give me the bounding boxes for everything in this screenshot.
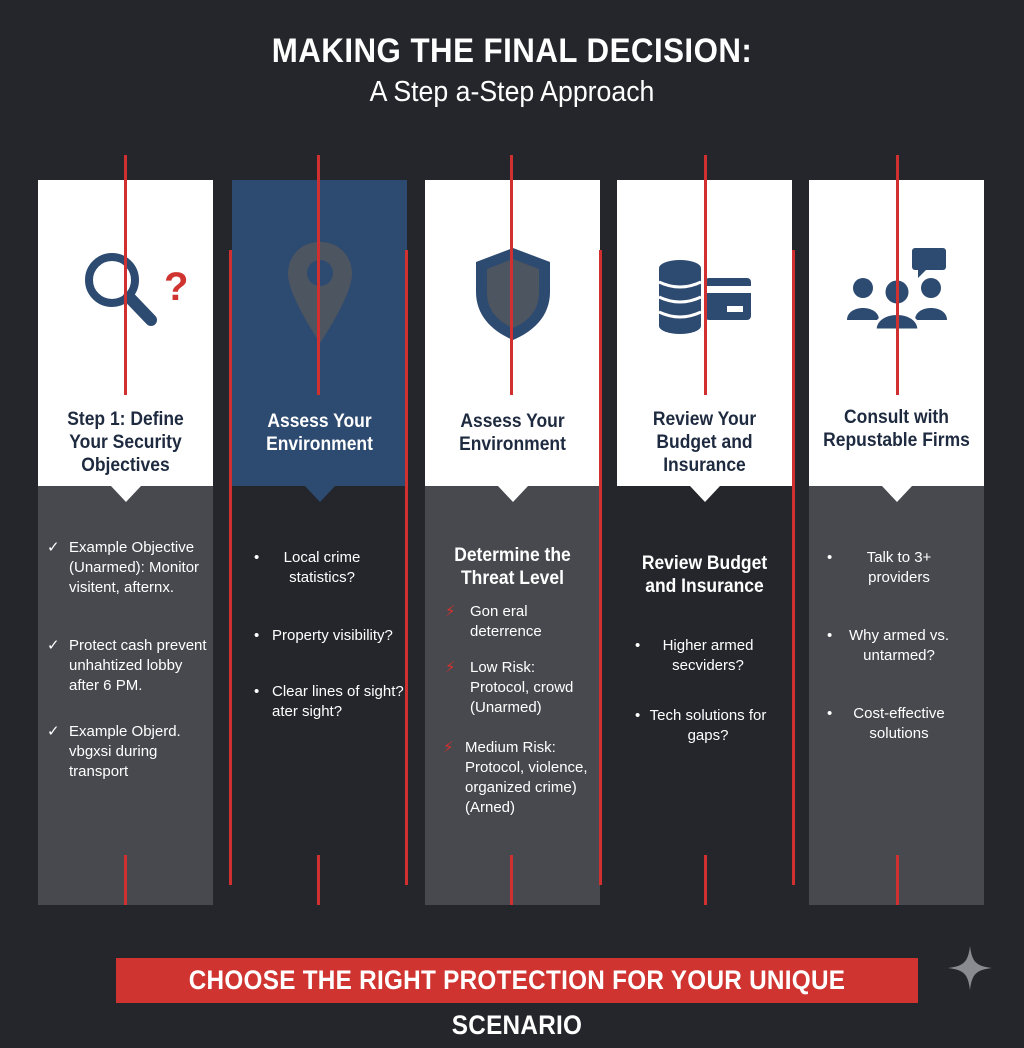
column-body-panel — [425, 486, 600, 905]
column-heading: Step 1: Define Your Security Objectives — [67, 409, 184, 476]
divider-line — [229, 250, 232, 885]
panel-pointer — [882, 486, 912, 502]
svg-text:?: ? — [164, 265, 188, 309]
list-item: • Why armed vs. untarmed? — [827, 627, 950, 664]
list-item: ⚡ Gon eral deterrence — [445, 603, 542, 640]
checkmark-icon: ✓ — [47, 723, 60, 740]
panel-pointer — [111, 486, 141, 502]
column-body-panel — [809, 486, 984, 905]
divider-line — [704, 855, 707, 905]
bullet-icon: • — [827, 549, 833, 566]
list-item: • Local crime statistics? — [254, 549, 361, 586]
sparkle-icon — [946, 944, 994, 992]
bullet-icon: • — [827, 627, 833, 644]
lightning-bolt-icon: ⚡ — [443, 739, 454, 756]
panel-pointer — [498, 486, 528, 502]
panel-pointer — [690, 486, 720, 502]
list-item: ⚡ Low Risk: Protocol, crowd (Unarmed) — [445, 659, 574, 716]
divider-line — [124, 155, 127, 395]
column-heading: Review Your Budget and Insurance — [652, 409, 757, 476]
divider-line — [317, 855, 320, 905]
lightning-bolt-icon: ⚡ — [445, 659, 456, 676]
list-item: • Higher armed secviders? — [635, 637, 754, 674]
step-column-5: Consult with Repustable Firms • Talk to … — [809, 180, 984, 905]
list-item: ✓ Example Objerd. vbgxsi during transpor… — [47, 723, 181, 780]
divider-line — [896, 855, 899, 905]
divider-line — [124, 855, 127, 905]
list-item: • Property visibility? — [254, 627, 393, 644]
column-subheading: Determine the Threat Level — [454, 545, 571, 589]
bullet-icon: • — [254, 683, 260, 700]
list-item: ✓ Protect cash prevent unhahtized lobby … — [47, 637, 207, 694]
column-body-panel — [38, 486, 213, 905]
bullet-icon: • — [635, 637, 641, 654]
checkmark-icon: ✓ — [47, 637, 60, 654]
column-heading: Consult with Repustable Firms — [823, 407, 970, 451]
divider-line — [317, 155, 320, 395]
list-item: • Tech solutions for gaps? — [635, 707, 767, 744]
bullet-icon: • — [635, 707, 641, 724]
page-subtitle: A Step a-Step Approach — [369, 76, 655, 108]
lightning-bolt-icon: ⚡ — [445, 603, 456, 620]
bullet-icon: • — [254, 549, 260, 566]
divider-line — [704, 155, 707, 395]
column-subheading: Review Budget and Insurance — [641, 553, 768, 597]
column-body-panel — [232, 486, 407, 905]
divider-line — [510, 855, 513, 905]
list-item: • Cost-effective solutions — [827, 705, 945, 742]
column-body-panel — [617, 486, 792, 905]
divider-line — [792, 250, 795, 885]
list-item: • Talk to 3+ providers — [827, 549, 932, 586]
checkmark-icon: ✓ — [47, 539, 60, 556]
bullet-icon: • — [254, 627, 260, 644]
budget-coins-card-icon — [617, 240, 792, 350]
bottom-banner: CHOOSE THE RIGHT PROTECTION FOR YOUR UNI… — [116, 958, 918, 1040]
divider-line — [405, 250, 408, 885]
panel-pointer — [305, 486, 335, 502]
column-heading: Assess Your Environment — [266, 411, 373, 455]
step-column-3: Assess Your Environment Determine the Th… — [425, 180, 600, 905]
bullet-icon: • — [827, 705, 833, 722]
column-heading: Assess Your Environment — [459, 411, 566, 455]
list-item: • Clear lines of sight? ater sight? — [254, 683, 404, 720]
banner-text: CHOOSE THE RIGHT PROTECTION FOR YOUR UNI… — [188, 965, 846, 1040]
magnifier-question-icon: ? — [38, 240, 213, 350]
list-item: ✓ Example Objective (Unarmed): Monitor v… — [47, 539, 200, 596]
divider-line — [896, 155, 899, 395]
page-title: MAKING THE FINAL DECISION: — [271, 32, 753, 70]
divider-line — [510, 155, 513, 395]
list-item: ⚡ Medium Risk: Protocol, violence, organ… — [443, 739, 588, 816]
divider-line — [599, 250, 602, 885]
